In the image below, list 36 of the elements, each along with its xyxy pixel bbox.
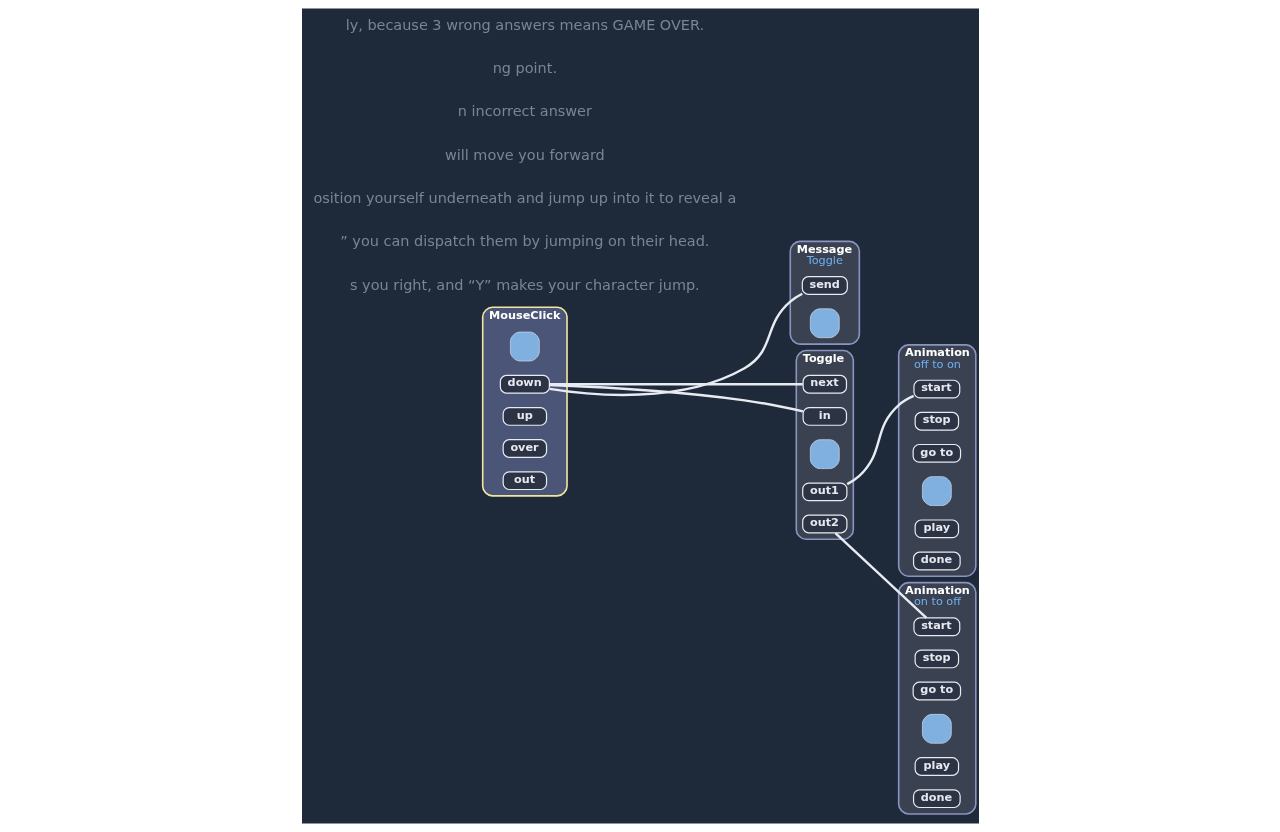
label: will move you forward: [444, 146, 605, 163]
node-box: [921, 476, 952, 506]
node-box: stop: [914, 649, 959, 669]
label: ” you can dispatch them by jumping on their head.: [339, 233, 709, 250]
connector: [548, 383, 803, 413]
node-box: [809, 308, 840, 339]
node-box: done: [912, 551, 961, 571]
node-box: play: [914, 519, 959, 539]
node-box: [809, 439, 840, 469]
label: ly, because 3 wrong answers means GAME OVER.: [345, 16, 704, 33]
node-box: start: [912, 379, 960, 399]
node-box: over: [502, 439, 547, 458]
label: osition yourself underneath and jump up into it to reveal a: [312, 190, 736, 207]
label: n incorrect answer: [457, 103, 592, 120]
connector: [548, 292, 803, 397]
node-box: send: [801, 276, 848, 295]
node-box: out2: [801, 514, 847, 534]
node-box: in: [802, 406, 847, 426]
node-box: start: [912, 617, 960, 637]
connector: [549, 383, 803, 386]
node-box: stop: [914, 411, 959, 431]
node-box: next: [802, 374, 847, 394]
node-box: out1: [801, 482, 847, 502]
node-box: [921, 713, 952, 744]
node-box: play: [914, 757, 959, 776]
node-box: down: [499, 374, 550, 394]
label: ng point.: [492, 60, 557, 76]
node-box: go to: [912, 443, 961, 463]
node-box: done: [912, 789, 961, 809]
node-box: [509, 331, 540, 362]
node-box: go to: [912, 681, 961, 701]
connector: [834, 532, 927, 619]
label: s you right, and “Y” makes your character jump.: [349, 276, 700, 293]
node-box: up: [502, 406, 547, 426]
node-box: out: [502, 471, 547, 491]
connector: [846, 394, 914, 486]
